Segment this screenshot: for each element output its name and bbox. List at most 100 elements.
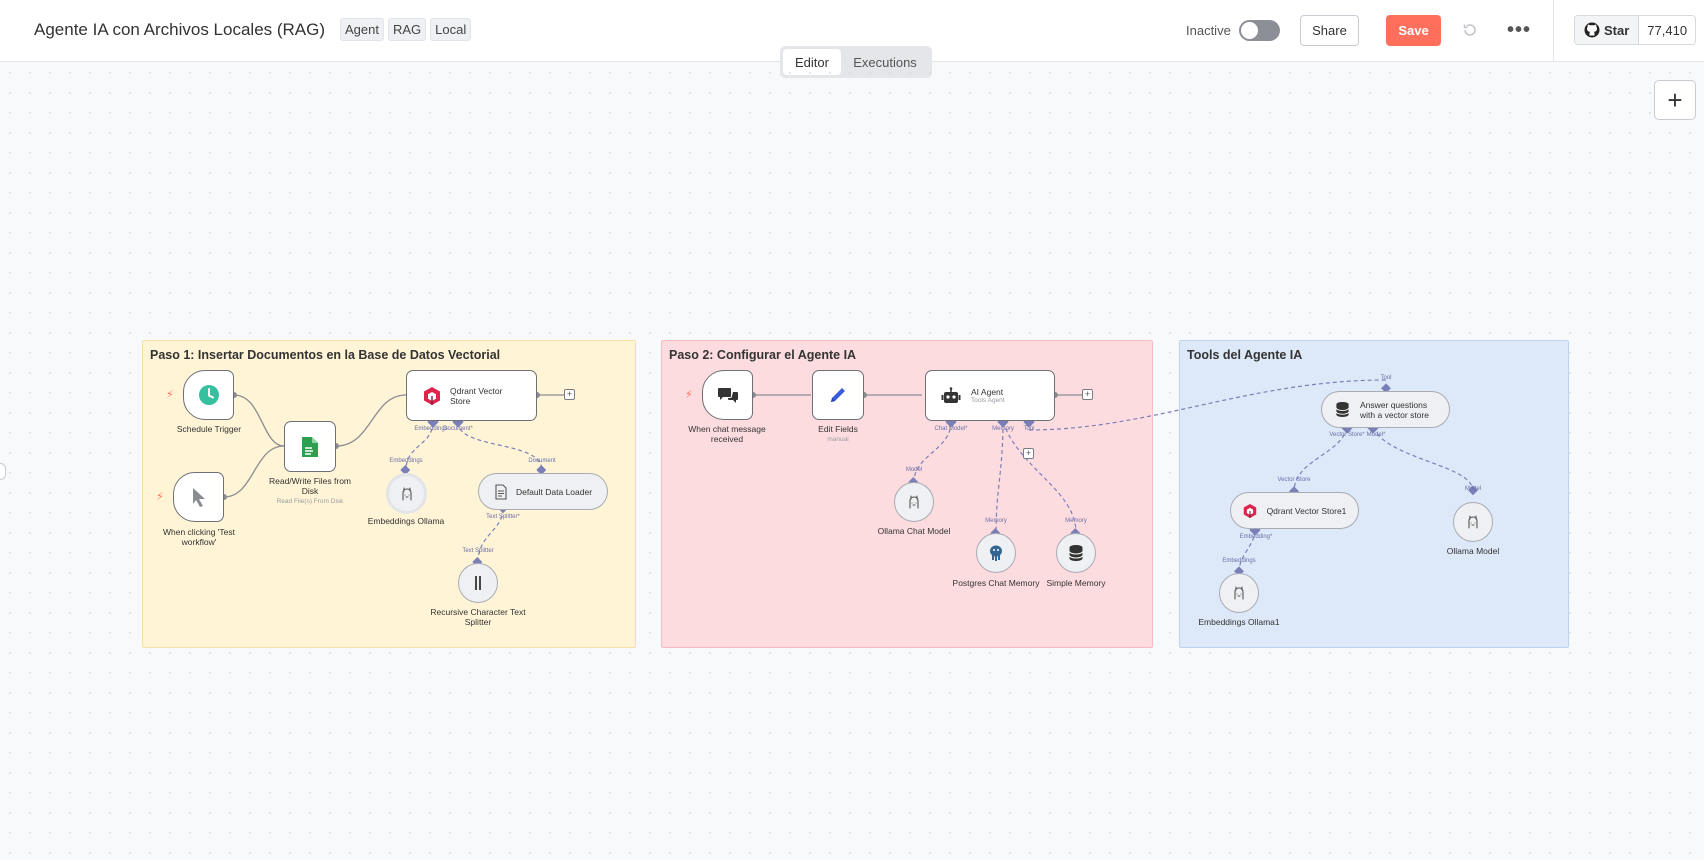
file-icon (302, 436, 318, 457)
more-options-icon[interactable]: ••• (1506, 18, 1531, 41)
qdrant-icon (1243, 503, 1256, 518)
sticky-title: Paso 2: Configurar el Agente IA (669, 348, 857, 362)
trigger-bolt-icon: ⚡ (156, 491, 164, 503)
node-label: Recursive Character Text Splitter (430, 607, 526, 627)
port-label: Document (528, 458, 556, 464)
toggle-knob (1241, 22, 1258, 39)
workflow-title[interactable]: Agente IA con Archivos Locales (RAG) (34, 20, 326, 39)
active-toggle[interactable] (1239, 20, 1280, 41)
node-subtitle: Read File(s) From Disk (276, 498, 344, 505)
node-simple-memory[interactable] (1056, 533, 1096, 573)
port-label: Embeddings (414, 426, 448, 432)
node-embeddings-ollama1[interactable] (1219, 573, 1259, 613)
port-label: Document* (443, 426, 473, 432)
github-star-button[interactable]: Star (1575, 16, 1640, 44)
connection-read-to-qdrant (335, 394, 407, 447)
node-recursive-splitter[interactable] (458, 563, 498, 603)
port-diamond (400, 465, 411, 475)
save-button[interactable]: Save (1386, 15, 1441, 46)
port-label: Memory (992, 426, 1014, 432)
node-label: Embeddings Ollama1 (1198, 617, 1280, 627)
port-label: Embedding* (1239, 534, 1273, 540)
add-next-node-button[interactable]: + (564, 389, 575, 400)
tag-agent[interactable]: Agent (340, 18, 384, 41)
port-label: Embeddings (1222, 558, 1256, 564)
sticky-title: Paso 1: Insertar Documentos en la Base d… (150, 348, 501, 362)
port-diamond (1381, 383, 1391, 394)
node-answer-tool[interactable]: Answer questions with a vector store (1321, 391, 1450, 428)
tag-local[interactable]: Local (430, 18, 472, 41)
node-label: Default Data Loader (515, 486, 593, 497)
tag-list: Agent RAG Local (340, 18, 472, 41)
port-label: Tool (1380, 375, 1392, 381)
port-label: Model* (1366, 432, 1386, 438)
node-default-data-loader[interactable]: Default Data Loader (478, 473, 608, 510)
history-icon[interactable] (1460, 20, 1480, 40)
connection-memory2-agent (1002, 421, 1077, 534)
connection-tool-agent (1028, 379, 1387, 431)
github-icon (1584, 22, 1600, 38)
add-next-node-button[interactable]: + (1082, 389, 1093, 400)
node-ollama-model[interactable] (1453, 502, 1493, 542)
connection-embeddings-qdrant (405, 421, 434, 471)
node-label: Embeddings Ollama (367, 516, 445, 526)
node-embeddings-ollama[interactable] (386, 473, 427, 514)
splitter-icon (475, 576, 481, 590)
port-label: Memory (985, 518, 1007, 524)
node-label: Read/Write Files from Disk (268, 476, 352, 496)
node-read-write-files[interactable] (284, 421, 336, 472)
tag-rag[interactable]: RAG (387, 18, 427, 41)
add-tool-button[interactable]: + (1023, 448, 1034, 459)
port-label: Vector Store (1277, 477, 1311, 483)
node-label: When chat message received (688, 424, 766, 444)
add-node-button[interactable]: + (1654, 80, 1696, 120)
port-label: Vector Store* (1329, 432, 1365, 438)
port-label: Chat Model* (934, 426, 968, 432)
node-edit-fields[interactable] (812, 370, 864, 420)
share-button[interactable]: Share (1300, 15, 1359, 46)
node-label: Ollama Model (1446, 546, 1500, 556)
node-label: Postgres Chat Memory (952, 578, 1040, 588)
node-subtitle: Tools Agent (971, 397, 1005, 404)
node-subtitle: manual (827, 436, 849, 443)
ollama-icon (909, 495, 919, 509)
port-label: Embeddings (389, 458, 423, 464)
node-chat-trigger[interactable] (702, 370, 753, 420)
postgres-icon (990, 545, 1002, 561)
connection-manual-to-read (223, 445, 285, 498)
node-qdrant-vector-store[interactable]: Qdrant Vector Store (406, 370, 537, 421)
node-manual-trigger[interactable] (173, 472, 224, 522)
port-label: Model (1464, 486, 1482, 492)
node-qdrant-vector-store1[interactable]: Qdrant Vector Store1 (1230, 492, 1359, 529)
node-ai-agent[interactable]: AI Agent Tools Agent (925, 370, 1055, 421)
connection-model-answer (1372, 427, 1474, 492)
ollama-icon (401, 486, 412, 501)
trigger-bolt-icon: ⚡ (685, 389, 693, 401)
qdrant-icon (424, 386, 440, 405)
github-star-widget[interactable]: Star 77,410 (1574, 15, 1697, 45)
node-label: Qdrant Vector Store1 (1266, 505, 1347, 516)
clock-icon (198, 385, 219, 405)
node-label: When clicking 'Test workflow' (162, 527, 235, 547)
node-postgres-memory[interactable] (976, 533, 1016, 573)
node-schedule-trigger[interactable] (183, 370, 234, 420)
port-diamond (1468, 485, 1478, 496)
node-ollama-chat-model[interactable] (894, 482, 934, 522)
header-divider (1553, 0, 1554, 62)
trigger-bolt-icon: ⚡ (166, 389, 174, 401)
connection-chatmodel-agent (913, 421, 952, 483)
chat-bubble-icon (717, 388, 738, 403)
github-star-count: 77,410 (1639, 16, 1696, 44)
database-icon (1069, 545, 1083, 561)
port-label: Model (905, 467, 923, 473)
connection-memory-agent (995, 421, 1004, 534)
connection-vectorstore-answer (1293, 427, 1348, 493)
robot-icon (941, 386, 961, 403)
sticky-title: Tools del Agente IA (1187, 348, 1303, 362)
node-label: Ollama Chat Model (877, 526, 951, 536)
connection-document-qdrant (457, 421, 543, 471)
port-label: Text Splitter (462, 548, 494, 554)
node-label: Qdrant Vector Store (450, 385, 503, 406)
node-label: Schedule Trigger (176, 424, 242, 434)
node-label: AI Agent (971, 387, 1004, 397)
